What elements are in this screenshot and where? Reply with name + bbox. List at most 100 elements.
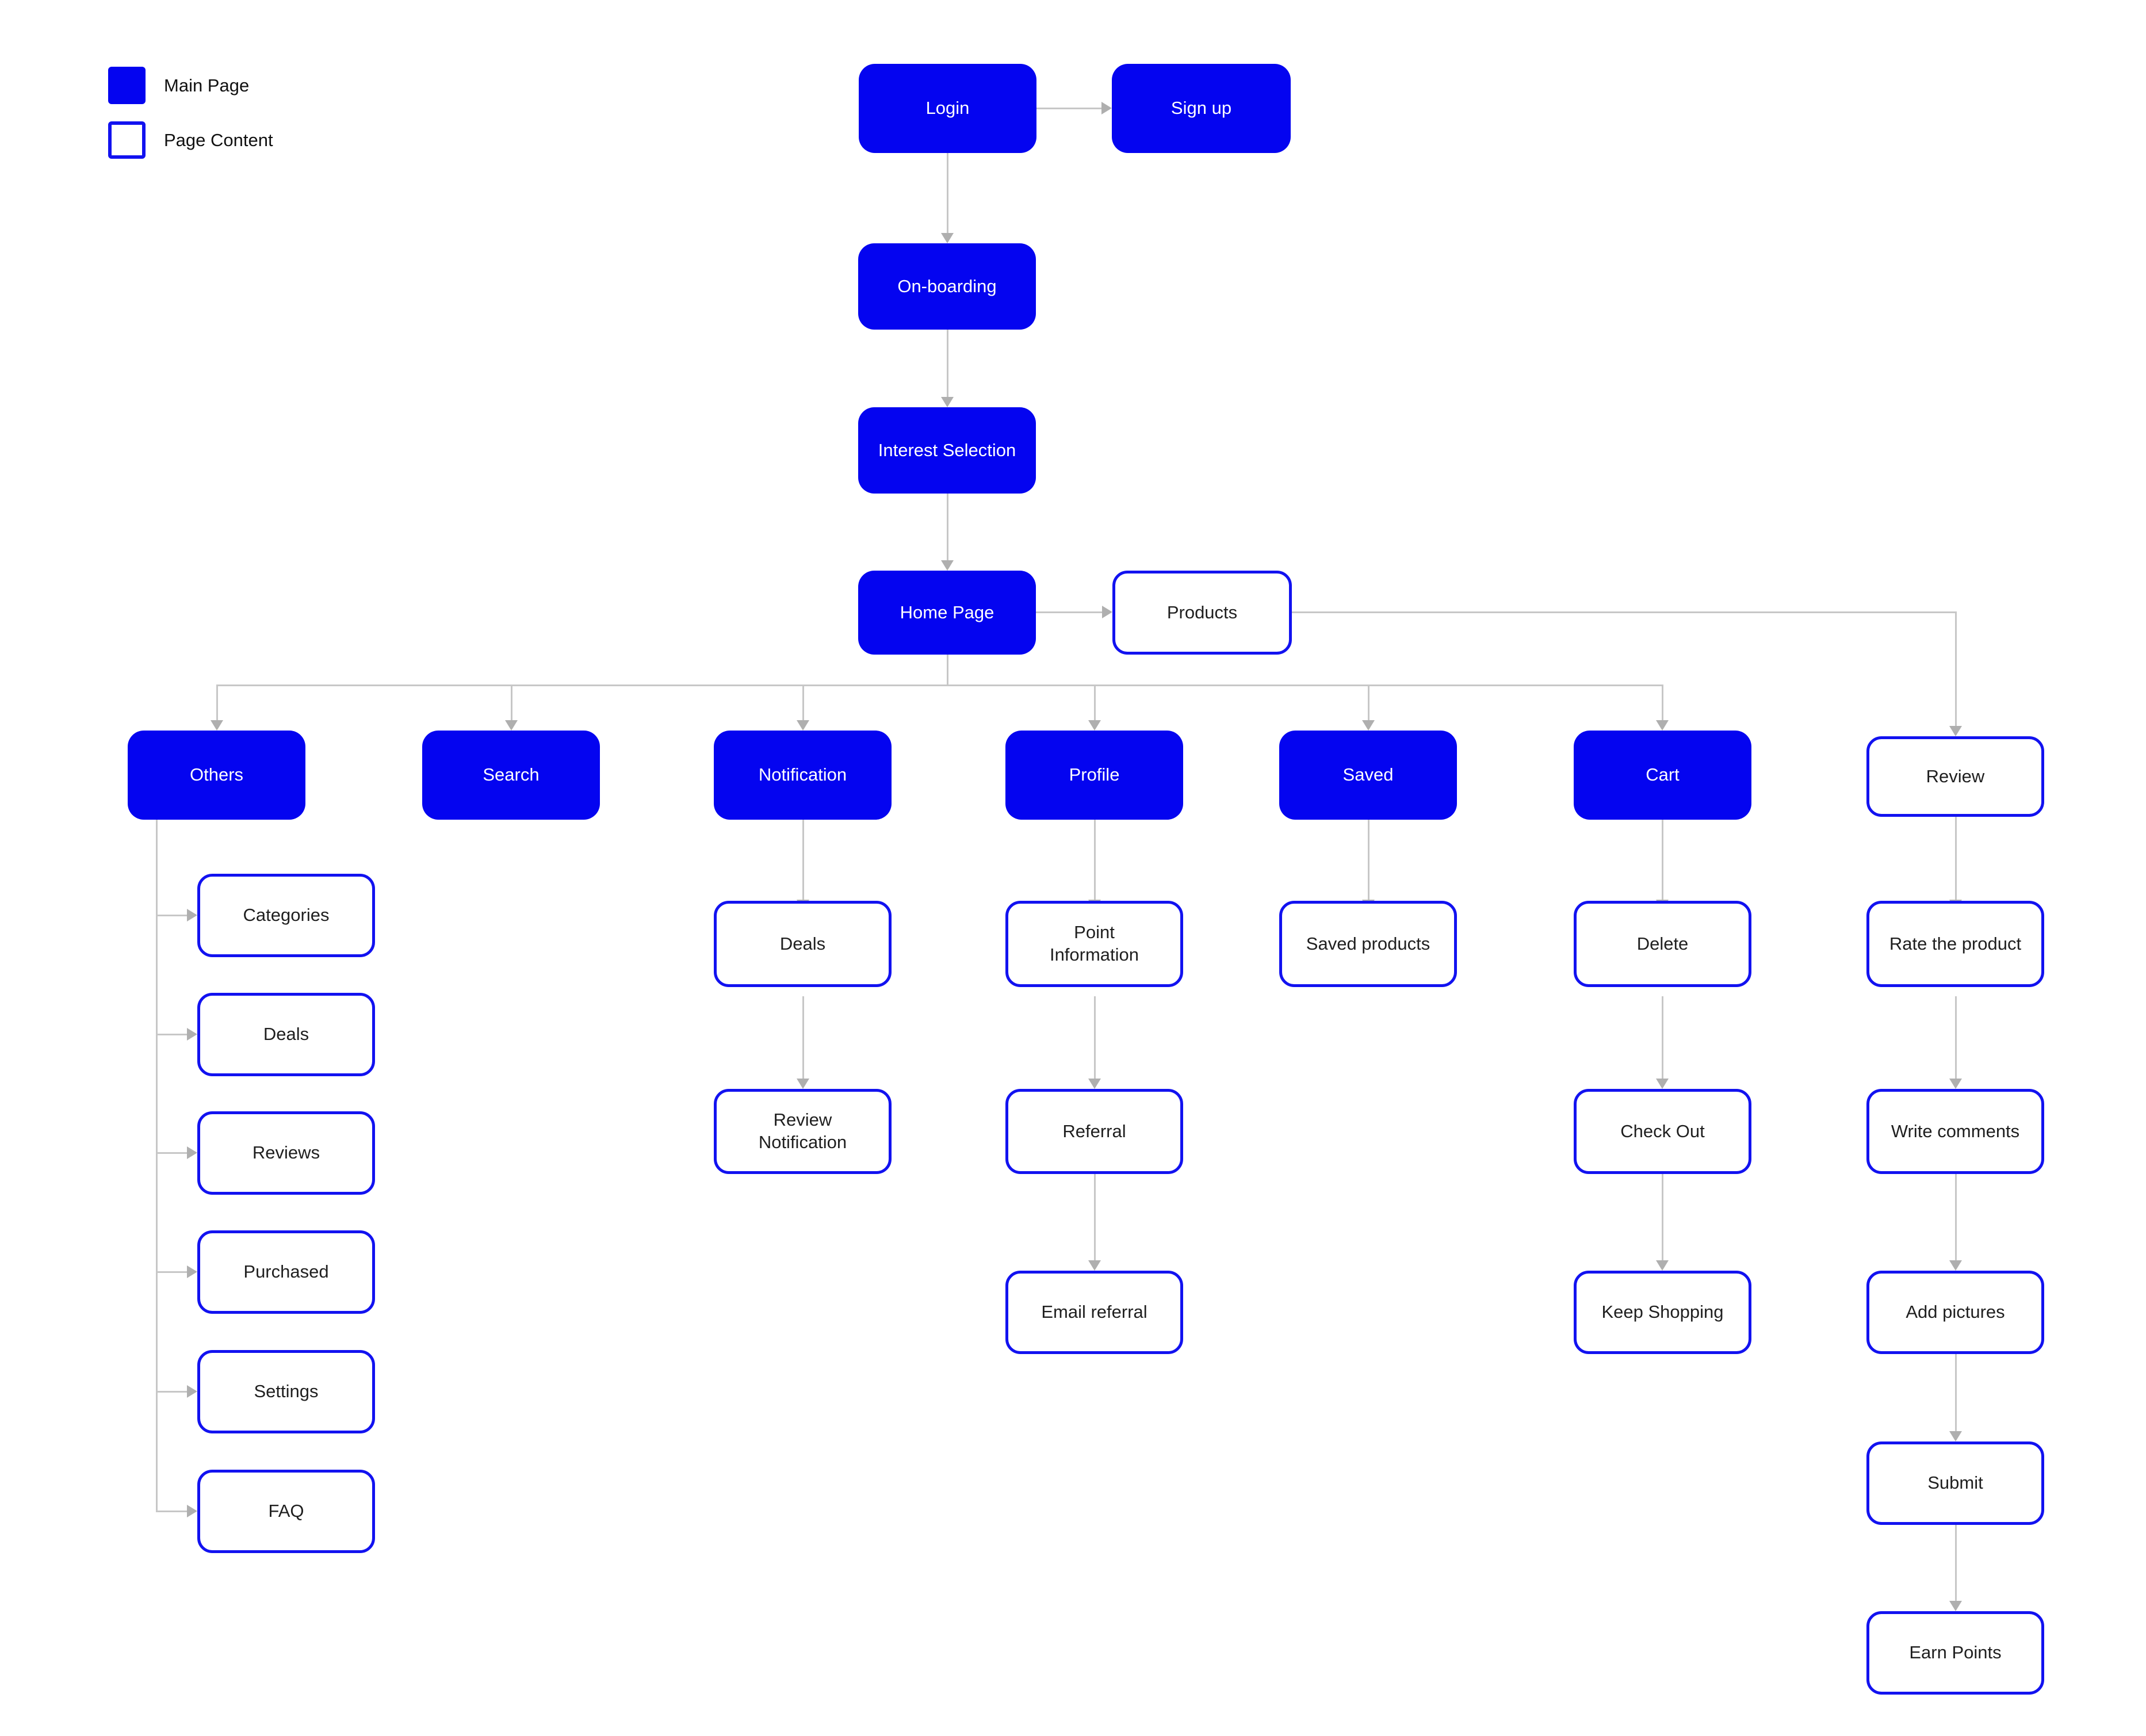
- edge-others-settings: [156, 1391, 188, 1393]
- edge-others-deals-arrow: [187, 1028, 197, 1041]
- edge-products-review-h: [1292, 611, 1957, 613]
- node-sign-up[interactable]: Sign up: [1112, 64, 1291, 153]
- node-reviews[interactable]: Reviews: [197, 1111, 375, 1195]
- node-submit[interactable]: Submit: [1866, 1441, 2044, 1525]
- legend-item-main-page: Main Page: [108, 67, 273, 104]
- edge-writecomments-addpictures-arrow: [1949, 1260, 1962, 1271]
- edge-others-reviews-arrow: [187, 1146, 197, 1159]
- edge-delete-checkout-arrow: [1656, 1079, 1669, 1089]
- edge-others-faq: [156, 1511, 188, 1512]
- edge-branch-notification-arrow: [797, 720, 809, 731]
- node-search[interactable]: Search: [422, 731, 600, 820]
- node-cart[interactable]: Cart: [1574, 731, 1751, 820]
- node-notification[interactable]: Notification: [714, 731, 892, 820]
- legend: Main Page Page Content: [108, 67, 273, 176]
- edge-branch-others-arrow: [211, 720, 223, 731]
- node-review[interactable]: Review: [1866, 736, 2044, 817]
- edge-branch-cart: [1662, 685, 1663, 721]
- edge-branch-profile: [1094, 685, 1096, 721]
- node-review-notification[interactable]: Review Notification: [714, 1089, 892, 1174]
- edge-branch-search: [511, 685, 512, 721]
- edge-others-purchased-arrow: [187, 1265, 197, 1278]
- edge-others-reviews: [156, 1152, 188, 1154]
- legend-page-content-label: Page Content: [164, 129, 273, 150]
- edge-referral-emailreferral: [1094, 1174, 1096, 1261]
- edge-deals-reviewnotification: [802, 996, 804, 1080]
- node-rate-the-product[interactable]: Rate the product: [1866, 901, 2044, 987]
- edge-branch-saved: [1368, 685, 1370, 721]
- edge-pointinfo-referral-arrow: [1088, 1079, 1101, 1089]
- edge-profile-pointinfo: [1094, 820, 1096, 901]
- edge-homepage-products: [1036, 611, 1103, 613]
- edge-onboarding-interest: [947, 330, 948, 398]
- node-delete[interactable]: Delete: [1574, 901, 1751, 987]
- edge-saved-savedproducts: [1368, 820, 1370, 901]
- node-interest-selection[interactable]: Interest Selection: [858, 407, 1036, 494]
- edge-others-settings-arrow: [187, 1385, 197, 1398]
- edge-deals-reviewnotification-arrow: [797, 1079, 809, 1089]
- node-saved-products[interactable]: Saved products: [1279, 901, 1457, 987]
- node-categories[interactable]: Categories: [197, 874, 375, 957]
- edge-cart-delete: [1662, 820, 1663, 901]
- edge-homepage-branch: [947, 655, 948, 686]
- edge-addpictures-submit: [1955, 1354, 1957, 1432]
- edge-login-onboarding-arrow: [941, 233, 954, 243]
- edge-branch-notification: [802, 685, 804, 721]
- edge-others-categories: [156, 915, 188, 916]
- edge-pointinfo-referral: [1094, 996, 1096, 1080]
- edge-login-onboarding: [947, 153, 948, 234]
- node-keep-shopping[interactable]: Keep Shopping: [1574, 1271, 1751, 1354]
- edge-branch-search-arrow: [505, 720, 518, 731]
- node-login[interactable]: Login: [859, 64, 1036, 153]
- edge-others-categories-arrow: [187, 909, 197, 921]
- edge-login-signup: [1036, 108, 1103, 109]
- edge-branch-saved-arrow: [1362, 720, 1375, 731]
- edge-others-deals: [156, 1034, 188, 1035]
- edge-login-signup-arrow: [1101, 102, 1112, 114]
- legend-item-page-content: Page Content: [108, 121, 273, 159]
- page-content-swatch-icon: [108, 121, 146, 159]
- edge-review-rateproduct: [1955, 817, 1957, 901]
- edge-branch-others: [216, 685, 218, 721]
- edge-homepage-products-arrow: [1102, 606, 1112, 618]
- edge-notification-deals: [802, 820, 804, 901]
- branch-distribution-line: [216, 685, 1663, 686]
- node-faq[interactable]: FAQ: [197, 1470, 375, 1553]
- edge-interest-homepage-arrow: [941, 560, 954, 571]
- main-page-swatch-icon: [108, 67, 146, 104]
- node-deals[interactable]: Deals: [197, 993, 375, 1076]
- node-point-information[interactable]: Point Information: [1005, 901, 1183, 987]
- edge-others-spine: [156, 820, 158, 1512]
- node-check-out[interactable]: Check Out: [1574, 1089, 1751, 1174]
- legend-main-page-label: Main Page: [164, 75, 250, 95]
- node-earn-points[interactable]: Earn Points: [1866, 1611, 2044, 1695]
- edge-checkout-keepshopping-arrow: [1656, 1260, 1669, 1271]
- node-add-pictures[interactable]: Add pictures: [1866, 1271, 2044, 1354]
- edge-rateproduct-writecomments-arrow: [1949, 1079, 1962, 1089]
- node-home-page[interactable]: Home Page: [858, 571, 1036, 655]
- edge-addpictures-submit-arrow: [1949, 1431, 1962, 1441]
- node-settings[interactable]: Settings: [197, 1350, 375, 1433]
- node-email-referral[interactable]: Email referral: [1005, 1271, 1183, 1354]
- edge-delete-checkout: [1662, 996, 1663, 1080]
- edge-products-review-arrow: [1949, 726, 1962, 736]
- edge-writecomments-addpictures: [1955, 1174, 1957, 1261]
- edge-products-review-v: [1955, 611, 1957, 726]
- node-on-boarding[interactable]: On-boarding: [858, 243, 1036, 330]
- edge-submit-earnpoints-arrow: [1949, 1601, 1962, 1611]
- edge-referral-emailreferral-arrow: [1088, 1260, 1101, 1271]
- edge-interest-homepage: [947, 494, 948, 561]
- node-write-comments[interactable]: Write comments: [1866, 1089, 2044, 1174]
- node-profile[interactable]: Profile: [1005, 731, 1183, 820]
- node-notification-deals[interactable]: Deals: [714, 901, 892, 987]
- node-referral[interactable]: Referral: [1005, 1089, 1183, 1174]
- node-purchased[interactable]: Purchased: [197, 1230, 375, 1314]
- edge-checkout-keepshopping: [1662, 1174, 1663, 1261]
- node-others[interactable]: Others: [128, 731, 305, 820]
- node-saved[interactable]: Saved: [1279, 731, 1457, 820]
- edge-branch-profile-arrow: [1088, 720, 1101, 731]
- node-products[interactable]: Products: [1112, 571, 1292, 655]
- edge-onboarding-interest-arrow: [941, 397, 954, 407]
- edge-submit-earnpoints: [1955, 1525, 1957, 1602]
